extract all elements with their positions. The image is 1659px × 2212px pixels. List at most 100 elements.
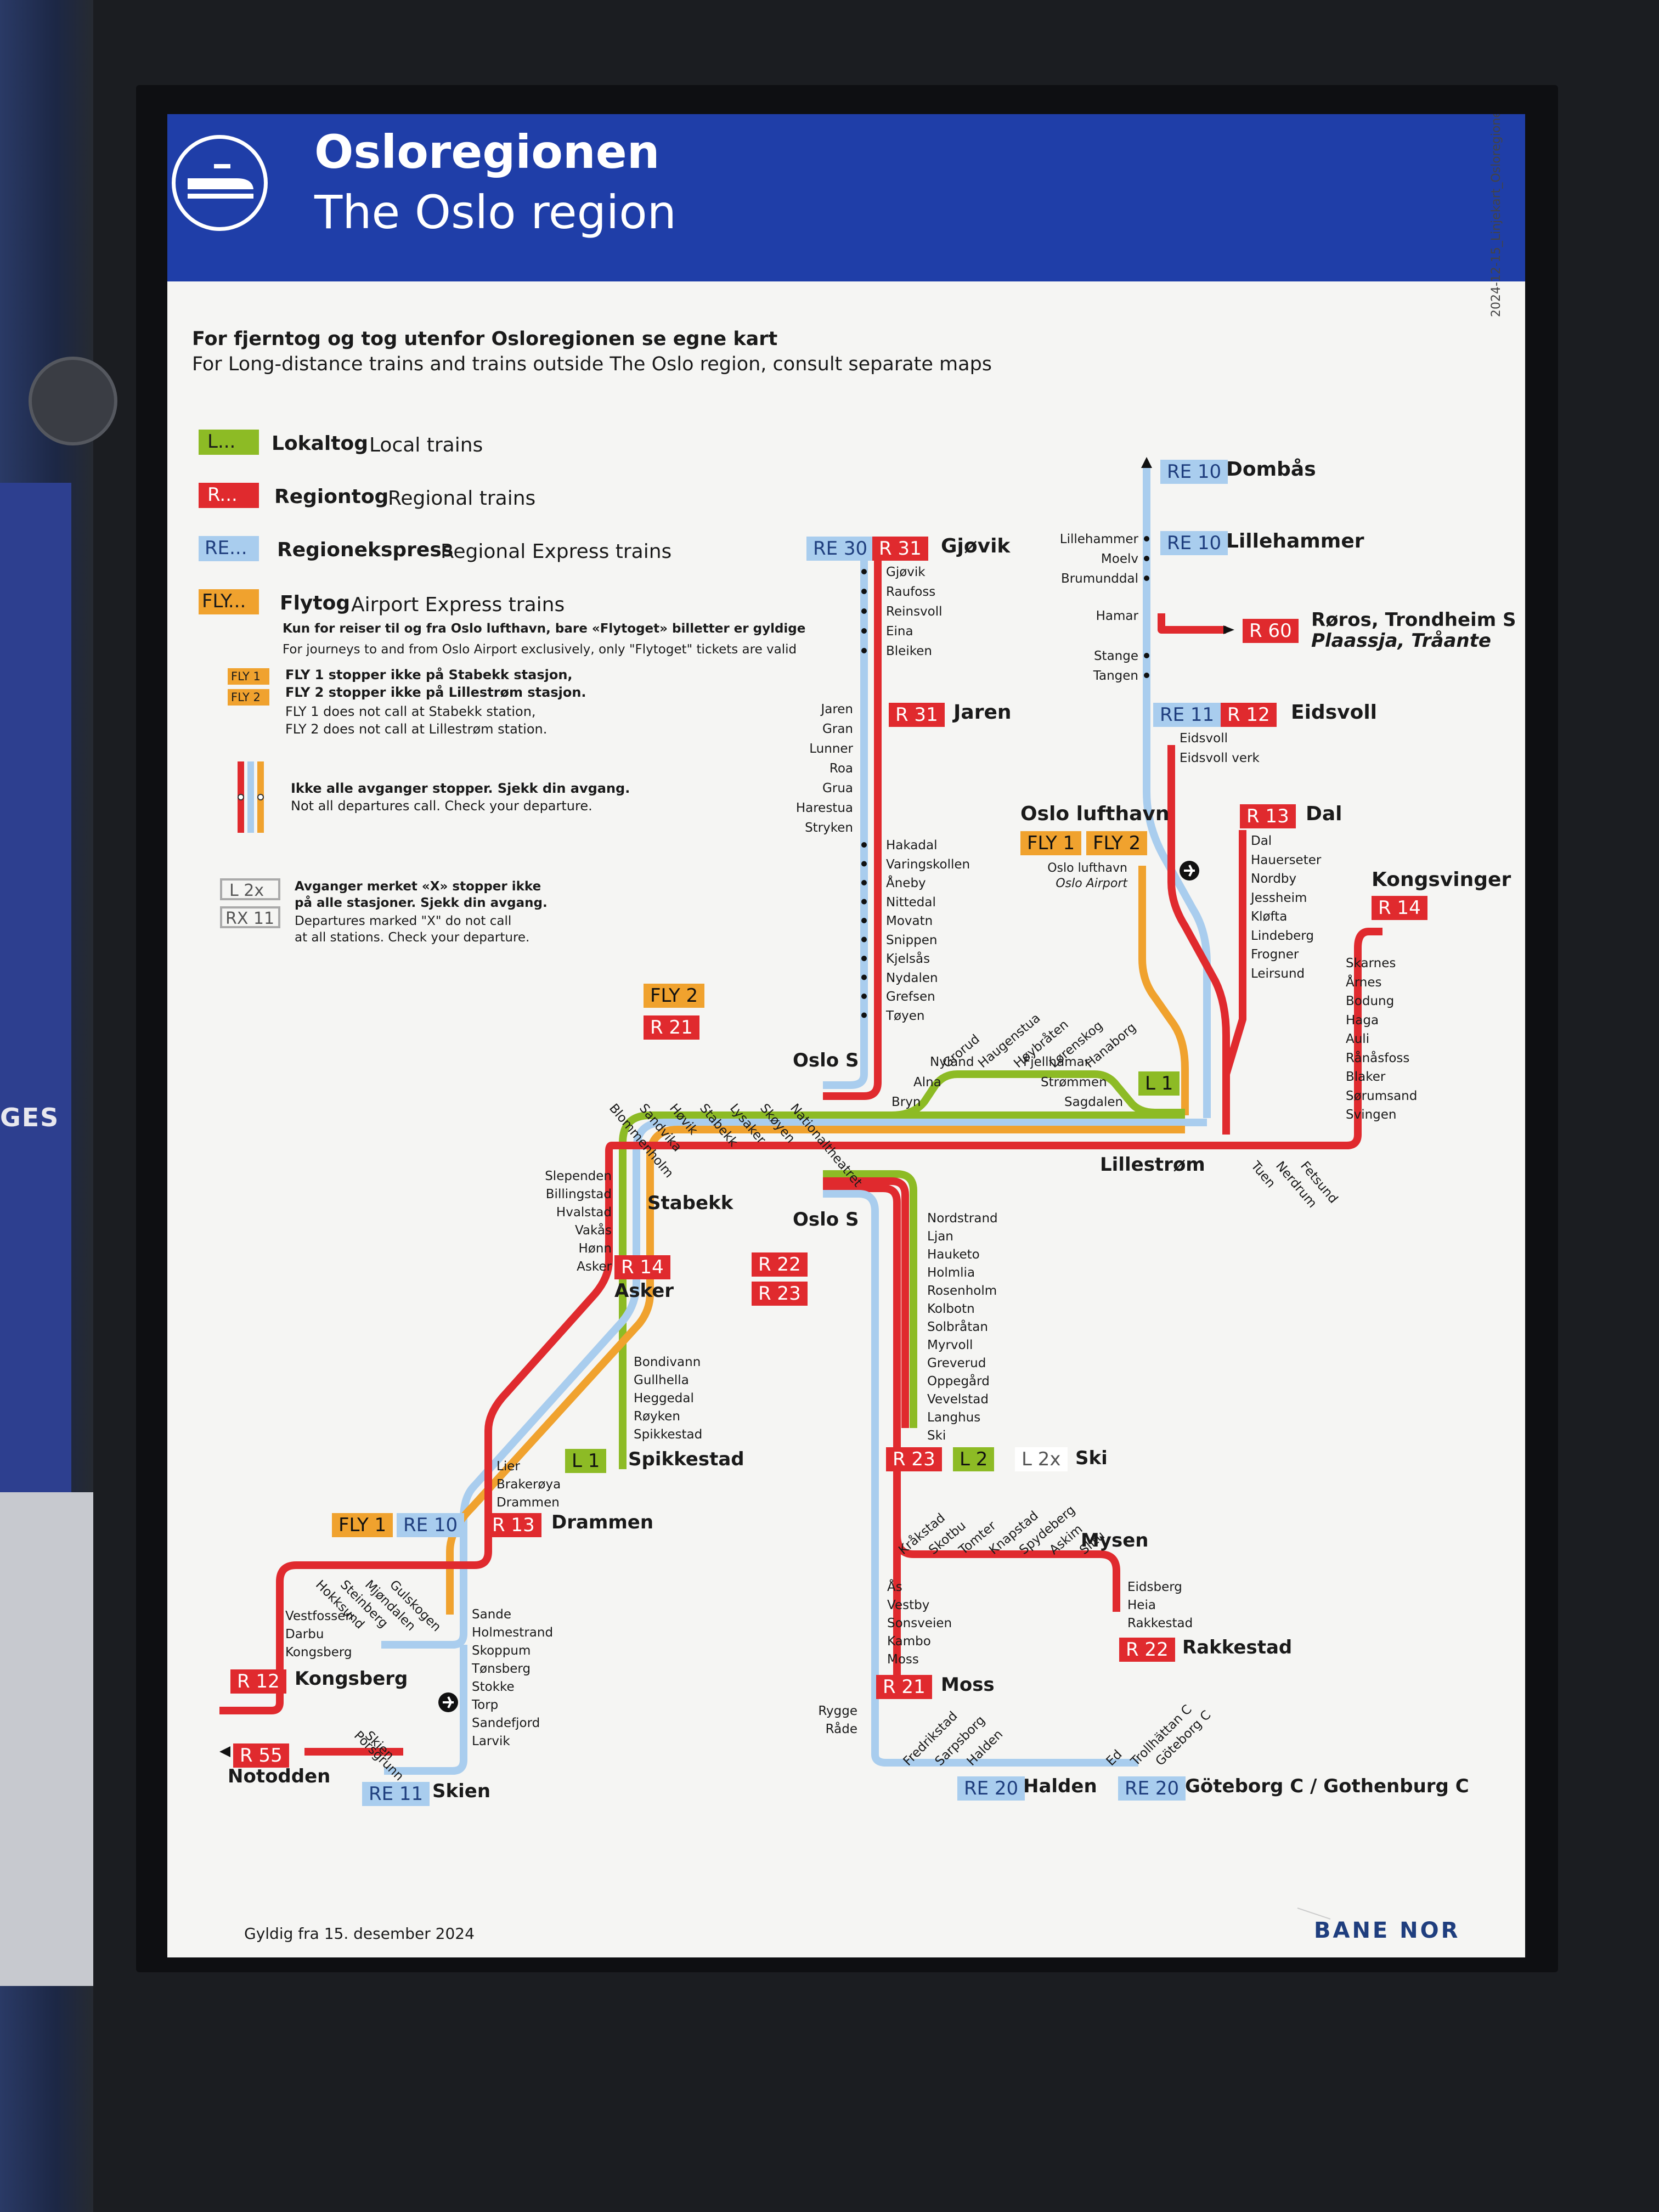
station-kongsvinger-line: Auli — [1346, 1032, 1370, 1046]
terminal-roros: Røros, Trondheim S — [1311, 609, 1516, 631]
legend-airport-desc: Airport Express trains — [351, 594, 565, 616]
legend-express-desc: Regional Express trains — [441, 540, 672, 563]
station-dal-line: Dal — [1251, 834, 1272, 848]
background-panel — [0, 1492, 93, 1986]
terminal-lillehammer: Lillehammer — [1226, 530, 1364, 552]
line-fly-airport — [1138, 866, 1189, 1115]
station-rygge-line: Råde — [825, 1722, 857, 1736]
fly2-badge: FLY 2 — [231, 691, 261, 704]
line-l1-grorud — [823, 1070, 1185, 1119]
station-kongsvinger-line: Skarnes — [1346, 956, 1396, 970]
station-drammen-line: Drammen — [496, 1496, 560, 1510]
terminal-skien: Skien — [432, 1780, 491, 1802]
station-kongsvinger-line: Sørumsand — [1346, 1088, 1418, 1103]
station-rygge-line: Rygge — [818, 1704, 857, 1718]
station-dot — [861, 628, 867, 634]
station-nyland: Nyland — [930, 1055, 974, 1069]
station-spikkestad-upper: Hønn — [578, 1242, 612, 1256]
station-spikkestad-lower: Røyken — [634, 1409, 680, 1424]
legend-local-badge — [199, 430, 259, 455]
station-dot — [861, 842, 867, 848]
airport-station-no: Oslo lufthavn — [1047, 861, 1127, 875]
legend-express-badge-label: RE... — [205, 537, 247, 559]
line-r31-gjovik — [823, 553, 882, 1100]
line-l2-ski — [823, 1170, 917, 1428]
station-moss-line: Ås — [887, 1580, 902, 1594]
station-ski-line: Solbråtan — [927, 1320, 988, 1334]
station-ski-line: Ljan — [927, 1229, 953, 1244]
station-dal-line: Hauerseter — [1251, 853, 1322, 867]
station-ski-line: Kolbotn — [927, 1302, 975, 1316]
station-rakkestad-line: Eidsberg — [1127, 1580, 1182, 1594]
badge-r21-moss: R 21 — [876, 1675, 932, 1699]
terminal-eidsvoll: Eidsvoll — [1291, 701, 1378, 724]
page-subtitle: The Oslo region — [314, 185, 676, 239]
station-dot — [861, 956, 867, 961]
station-dot — [861, 861, 867, 867]
station-dot — [861, 589, 867, 594]
station-spikkestad-upper: Billingstad — [545, 1187, 612, 1201]
terminal-ski: Ski — [1075, 1447, 1108, 1469]
legend-airport-badge-label: FLY... — [202, 590, 246, 612]
station-ski-line: Rosenholm — [927, 1284, 997, 1298]
route-map-poster: Osloregionen The Oslo region 2024-12-15_… — [167, 114, 1525, 1957]
terminal-jaren: Jaren — [953, 701, 1012, 724]
badge-re10-lillehammer: RE 10 — [1160, 531, 1228, 555]
station-nittedal-line: Hakadal — [886, 838, 938, 853]
badge-re10-drammen: RE 10 — [397, 1513, 465, 1537]
badge-r12-eidsvoll: R 12 — [1221, 703, 1277, 727]
terminal-oslo-s-north: Oslo S — [793, 1049, 859, 1071]
x-note-en-2: at all stations. Check your departure. — [295, 930, 530, 945]
legend-regional-desc: Regional trains — [388, 487, 536, 510]
station-dal-line: Jessheim — [1251, 890, 1307, 905]
legend-badges — [199, 430, 280, 928]
station-lillehammer-line: Stange — [1093, 649, 1138, 663]
station-dot — [1144, 556, 1149, 561]
terminal-oslo-lufthavn: Oslo lufthavn — [1020, 803, 1170, 825]
line-r-west — [276, 1142, 1226, 1672]
station-dal-line: Frogner — [1251, 947, 1299, 962]
legend-regional-name: Regiontog — [274, 486, 389, 508]
station-kongsberg-line: Vestfossen — [285, 1609, 353, 1623]
station-nittedal-line: Nittedal — [886, 895, 936, 910]
badge-l1-spikkestad: L 1 — [565, 1449, 607, 1473]
station-lillehammer-line: Lillehammer — [1059, 532, 1138, 546]
intro-no: For fjerntog og tog utenfor Osloregionen… — [192, 328, 778, 350]
station-skien-line: Tønsberg — [472, 1662, 531, 1676]
station-dot — [861, 918, 867, 923]
terminal-rakkestad: Rakkestad — [1182, 1637, 1293, 1658]
station-moss-line: Vestby — [887, 1598, 930, 1612]
x-badge-2: RX 11 — [225, 909, 275, 928]
badge-r31-jaren: R 31 — [889, 703, 945, 727]
line-r14-kongsvinger — [1226, 928, 1383, 1149]
badge-re11-eidsvoll: RE 11 — [1153, 703, 1221, 727]
line-re30-gjovik — [823, 553, 868, 1089]
badge-r55: R 55 — [233, 1743, 289, 1768]
station-ski-line: Myrvoll — [927, 1338, 973, 1352]
station-eidsvoll-line: Eidsvoll — [1180, 731, 1228, 746]
legend-fly-note-en: For journeys to and from Oslo Airport ex… — [283, 642, 797, 657]
station-dal-line: Kløfta — [1251, 910, 1288, 924]
station-dot — [861, 994, 867, 999]
station-moss-line: Sonsveien — [887, 1616, 952, 1630]
badge-fly2-middle: FLY 2 — [644, 984, 705, 1008]
line-r23-ski — [823, 1177, 909, 1428]
x-note-no-1: Avganger merket «X» stopper ikke — [295, 879, 541, 894]
badge-r21-middle: R 21 — [644, 1015, 699, 1040]
badge-l2-ski: L 2 — [953, 1447, 995, 1471]
terminal-lillestrom: Lillestrøm — [1100, 1154, 1205, 1176]
station-dot — [861, 880, 867, 885]
station-fjellhamar: Fjellhamar — [1023, 1055, 1090, 1069]
station-drammen-line: Lier — [496, 1459, 520, 1474]
badge-r31-gjovik: R 31 — [872, 537, 928, 561]
wall-sticker — [29, 357, 117, 445]
fly-stop-no-1: FLY 1 stopper ikke på Stabekk stasjon, — [285, 667, 573, 682]
legend-express-badge — [199, 536, 259, 561]
line-r13-dal — [1222, 830, 1246, 1076]
station-nittedal-line: Varingskollen — [886, 857, 970, 872]
legend-airport-badge — [199, 589, 259, 614]
station-ski-line: Ski — [927, 1429, 946, 1443]
station-alna: Alna — [913, 1075, 941, 1090]
line-re10-north — [1143, 468, 1211, 1118]
station-nittedal-line: Snippen — [886, 933, 938, 947]
